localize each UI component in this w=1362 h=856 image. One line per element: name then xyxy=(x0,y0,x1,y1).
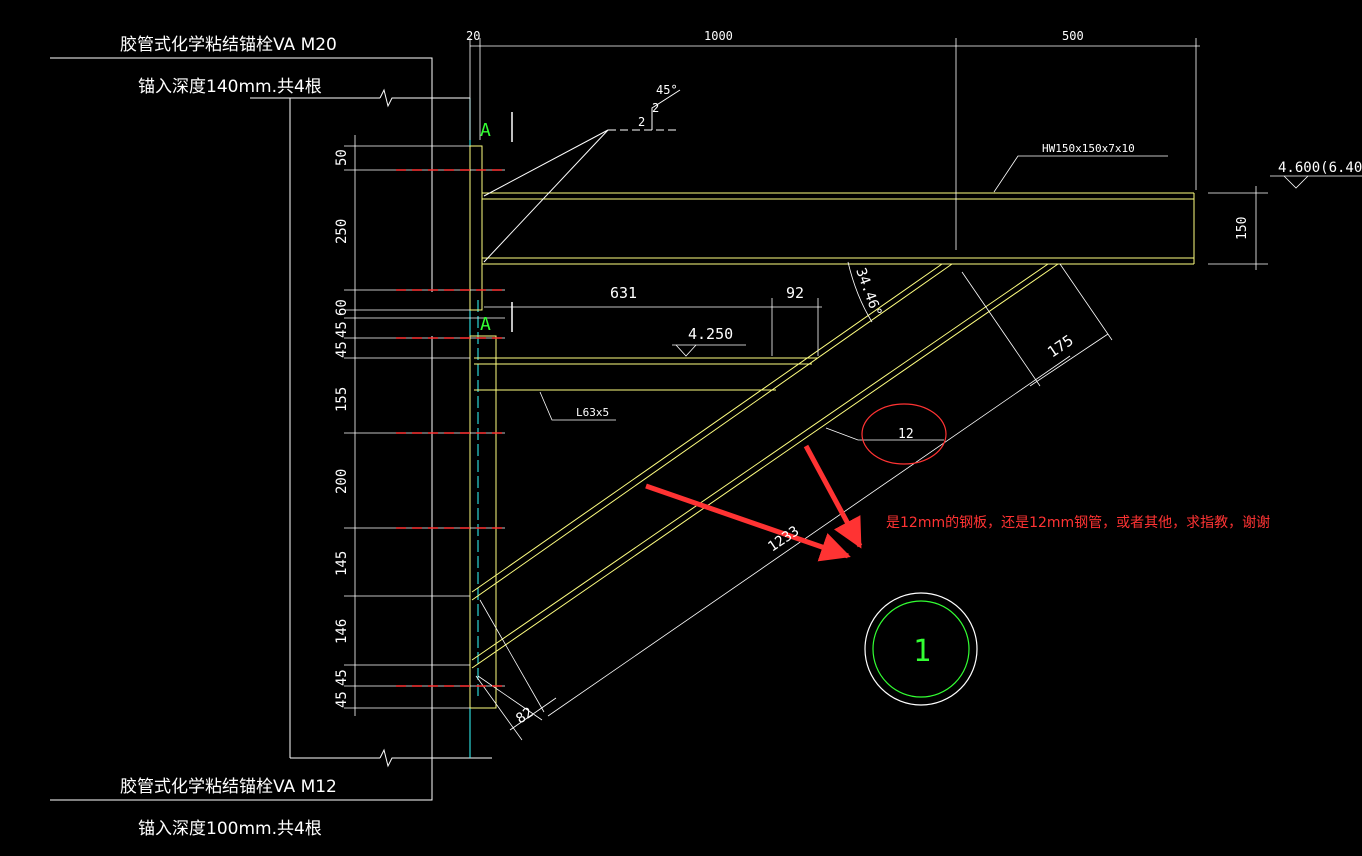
brace-plate: 12 xyxy=(898,427,914,442)
dim-left-45c: 45 xyxy=(334,669,350,686)
highlight-ellipse xyxy=(861,403,947,465)
elevation-top: 4.600(6.400 xyxy=(1278,160,1362,176)
dimension-lines xyxy=(344,38,1362,741)
top-beam xyxy=(481,192,1195,265)
annotation-arrows xyxy=(645,444,863,562)
section-mark-top: A xyxy=(480,120,491,141)
detail-circle xyxy=(864,592,978,706)
note-bottom-anchor-depth: 锚入深度100mm.共4根 xyxy=(138,819,322,839)
beam-label: HW150x150x7x10 xyxy=(1042,142,1135,155)
angle-section-label: L63x5 xyxy=(576,406,609,419)
dim-left-200: 200 xyxy=(334,469,350,494)
dim-left-145: 145 xyxy=(334,551,350,576)
weld-leaders xyxy=(483,89,681,263)
wall-outline xyxy=(50,57,492,801)
dim-left-155: 155 xyxy=(334,387,350,412)
dim-631: 631 xyxy=(610,284,637,302)
dim-left-250: 250 xyxy=(334,219,350,244)
dim-left-45b: 45 xyxy=(334,321,350,338)
dim-left-60: 60 xyxy=(334,299,350,316)
question-annotation: 是12mm的钢板，还是12mm钢管，或者其他，求指教，谢谢 xyxy=(886,515,1270,531)
angle-member xyxy=(474,357,818,391)
dim-top-1000: 1000 xyxy=(704,29,733,43)
anchor-bolts xyxy=(396,169,502,687)
weld-angle: 45° xyxy=(656,83,678,97)
brace-width: 175 xyxy=(1044,331,1077,361)
note-top-anchor-type: 胶管式化学粘结锚栓VA M20 xyxy=(120,35,337,55)
elevation-lower: 4.250 xyxy=(688,325,733,343)
diagonal-brace xyxy=(471,263,1059,669)
weld-leg-top: 2 xyxy=(652,101,659,115)
detail-number: 1 xyxy=(913,634,931,669)
dim-top-20: 20 xyxy=(466,29,480,43)
note-top-anchor-depth: 锚入深度140mm.共4根 xyxy=(138,77,322,97)
note-bottom-anchor-type: 胶管式化学粘结锚栓VA M12 xyxy=(120,777,337,797)
dim-top-500: 500 xyxy=(1062,29,1084,43)
section-mark-bottom: A xyxy=(480,314,491,335)
beam-depth: 150 xyxy=(1235,217,1250,240)
dims-left: 50 250 45 45 60 155 200 145 146 45 45 xyxy=(334,149,350,708)
brace-end: 82 xyxy=(513,705,536,728)
dim-left-50: 50 xyxy=(334,149,350,166)
weld-leg-left: 2 xyxy=(638,115,645,129)
dim-92: 92 xyxy=(786,284,804,302)
base-plates xyxy=(469,145,497,709)
dim-left-45a: 45 xyxy=(334,341,350,358)
dim-left-146: 146 xyxy=(334,619,350,644)
dim-left-45d: 45 xyxy=(334,691,350,708)
